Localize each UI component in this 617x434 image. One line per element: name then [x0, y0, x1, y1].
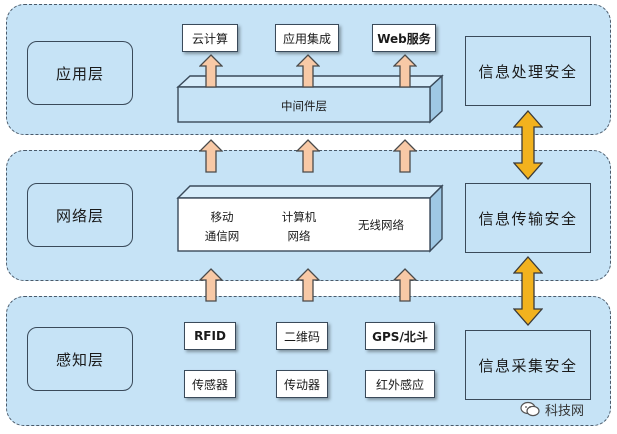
- processing-security-box: 信息处理安全: [465, 36, 591, 106]
- network-platform: 移动 通信网 计算机 网络 无线网络: [176, 184, 444, 253]
- app-integration-node: 应用集成: [275, 24, 339, 52]
- collection-security-box: 信息采集安全: [465, 330, 591, 400]
- up-arrow-icon: [199, 139, 223, 173]
- transmission-security-box: 信息传输安全: [465, 183, 591, 253]
- sensor-node: 传感器: [184, 370, 236, 398]
- cloud-computing-node: 云计算: [182, 24, 238, 52]
- application-layer-label: 应用层: [27, 41, 133, 105]
- wechat-icon: [520, 401, 540, 417]
- web-service-node: Web服务: [372, 24, 436, 52]
- perception-layer-label: 感知层: [27, 327, 133, 391]
- up-arrow-icon: [296, 139, 320, 173]
- middleware-label: 中间件层: [281, 99, 327, 113]
- infrared-node: 红外感应: [365, 370, 435, 398]
- network-layer-label: 网络层: [27, 183, 133, 247]
- double-arrow-icon: [513, 256, 543, 326]
- watermark-text: 科技网: [545, 403, 585, 419]
- computer-network-label: 计算机: [282, 210, 317, 224]
- mobile-network-label: 移动: [211, 210, 234, 224]
- rfid-node: RFID: [184, 322, 236, 350]
- actuator-node: 传动器: [276, 370, 328, 398]
- watermark: 科技网: [520, 398, 612, 420]
- qr-code-node: 二维码: [276, 322, 328, 350]
- up-arrow-icon: [393, 139, 417, 173]
- mobile-network-label-2: 通信网: [205, 229, 240, 243]
- computer-network-label-2: 网络: [288, 229, 311, 243]
- up-arrow-icon: [393, 268, 417, 302]
- gps-beidou-node: GPS/北斗: [365, 322, 435, 350]
- double-arrow-icon: [513, 110, 543, 180]
- up-arrow-icon: [296, 268, 320, 302]
- up-arrow-icon: [199, 268, 223, 302]
- wireless-network-label: 无线网络: [358, 218, 404, 232]
